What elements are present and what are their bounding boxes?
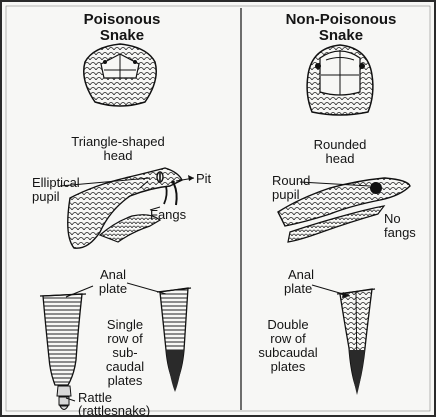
single-row-label-line4: caudal [92,360,158,373]
round-pupil-label-line2: pupil [272,188,299,201]
rounded-head-drawing [307,45,373,115]
left-anal-plate-label-line1: Anal [88,268,138,281]
rounded-head-label-line2: head [300,152,380,165]
right-anal-plate-label-line1: Anal [288,268,314,281]
no-fangs-label-line2: fangs [384,226,416,239]
fangs-label: Fangs [150,208,186,221]
triangle-head-label-line2: head [28,149,208,162]
pit-label: Pit [196,172,211,185]
double-row-label-line2: row of [246,332,330,345]
single-row-label-line2: row of [92,332,158,345]
left-anal-plate-label-line2: plate [88,282,138,295]
elliptical-pupil-label-line2: pupil [32,190,59,203]
elliptical-pupil-label-line1: Elliptical [32,176,80,189]
double-row-label-line4: plates [246,360,330,373]
right-title-line1: Non-Poisonous [256,12,426,27]
no-fangs-label-line1: No [384,212,401,225]
double-row-label-line1: Double [246,318,330,331]
left-title-line2: Snake [62,28,182,43]
double-row-label-line3: subcaudal [246,346,330,359]
right-anal-plate-label-line2: plate [284,282,312,295]
triangle-head-drawing [84,44,157,106]
triangle-head-label-line1: Triangle-shaped [28,135,208,148]
rounded-head-label-line1: Rounded [300,138,380,151]
round-pupil-label-line1: Round [272,174,310,187]
right-title-line2: Snake [256,28,426,43]
single-row-label-line5: plates [92,374,158,387]
rattle-label-line2: (rattlesnake) [78,404,150,417]
single-row-label-line3: sub- [92,346,158,359]
single-row-label-line1: Single [92,318,158,331]
left-title-line1: Poisonous [62,12,182,27]
